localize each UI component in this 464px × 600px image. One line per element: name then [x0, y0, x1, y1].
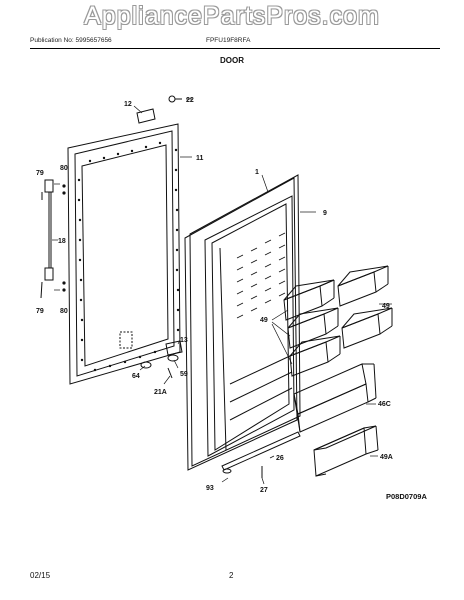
- door-liner-panel: [67, 123, 181, 385]
- door-assembly: [184, 174, 301, 471]
- wire-harness: [40, 179, 54, 299]
- callout-64: 64: [132, 373, 140, 380]
- callout-79-bottom: 79: [36, 308, 44, 315]
- callout-26: 26: [276, 455, 284, 462]
- callout-22: 22: [186, 97, 194, 104]
- leader-lines: [52, 98, 392, 485]
- callout-59: 59: [180, 371, 188, 378]
- dairy-compartment: [293, 363, 377, 433]
- door-bin-5: [341, 307, 393, 349]
- callout-11: 11: [196, 155, 204, 162]
- figure-code: P08D0709A: [386, 492, 427, 501]
- callout-49a: 49A: [380, 454, 393, 461]
- callout-93: 93: [206, 485, 214, 492]
- page-number: 2: [229, 571, 234, 580]
- footer-date: 02/15: [30, 571, 51, 580]
- door-bin-1: [283, 279, 335, 321]
- model-number: FPFU19F8RFA: [206, 37, 251, 44]
- callout-79-top: 79: [36, 170, 44, 177]
- hinge-bracket: [140, 340, 183, 379]
- screw-93: [222, 468, 232, 474]
- callout-9: 9: [323, 210, 327, 217]
- gasket-strip: [221, 431, 301, 471]
- door-bin-3: [289, 335, 341, 377]
- callout-80-top: 80: [60, 165, 68, 172]
- callout-18: 18: [58, 238, 66, 245]
- watermark-logo: AppliancePartsPros.com: [84, 2, 380, 30]
- screws-80: [62, 184, 66, 292]
- header-divider: [30, 48, 440, 49]
- callout-21a: 21A: [154, 389, 167, 396]
- door-bin-2: [287, 307, 339, 349]
- callout-49-right: 49: [382, 303, 390, 310]
- callout-80-bottom: 80: [60, 308, 68, 315]
- publication-number: Publication No: 5995657656: [30, 37, 112, 44]
- callout-46c: 46C: [378, 401, 391, 408]
- section-title: DOOR: [220, 56, 244, 65]
- callout-13: 13: [180, 337, 188, 344]
- callout-12: 12: [124, 101, 132, 108]
- large-door-bin: [313, 425, 379, 477]
- callout-27: 27: [260, 487, 268, 494]
- door-bin-4: [337, 265, 389, 307]
- callout-49-left: 49: [260, 317, 268, 324]
- callout-1: 1: [255, 169, 259, 176]
- callout-labels: 12 22 11 1 9 79 80 18 79 80 13 59 64 21A…: [36, 97, 393, 494]
- screw-22: [168, 95, 182, 103]
- label-tag: [136, 108, 156, 124]
